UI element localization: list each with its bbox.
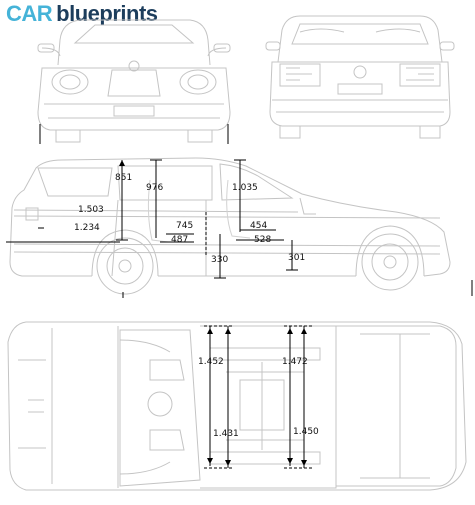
dim-seat-front-depth: 454 xyxy=(250,221,267,231)
dim-rear-seat-height: 301 xyxy=(288,253,305,263)
dim-rear-headroom-b: 1.035 xyxy=(232,183,258,193)
rear-view xyxy=(265,15,455,139)
dim-front-legroom: 745 xyxy=(176,221,193,231)
dim-front-hip: 1.431 xyxy=(213,429,239,439)
dim-front-shoulder: 1.452 xyxy=(198,357,224,367)
dim-body-height: 1.234 xyxy=(74,223,100,233)
brand-logo-car: CAR xyxy=(6,1,53,26)
dim-front-headroom: 851 xyxy=(115,173,132,183)
dim-rear-shoulder: 1.472 xyxy=(282,357,308,367)
dim-overall-height: 1.503 xyxy=(78,205,104,215)
dimension-labels: 1.503 1.234 851 976 1.035 745 487 454 52… xyxy=(74,173,319,439)
dim-rear-legroom: 487 xyxy=(171,235,188,245)
dimension-lines-side xyxy=(116,159,298,279)
dim-rear-headroom-a: 976 xyxy=(146,183,163,193)
dimension-lines-top xyxy=(204,325,312,469)
dim-rear-hip: 1.450 xyxy=(293,427,319,437)
dim-front-seat-height: 330 xyxy=(211,255,228,265)
top-view xyxy=(7,321,467,491)
front-view xyxy=(37,19,231,144)
side-view xyxy=(6,157,473,298)
dim-seat-rear-depth: 528 xyxy=(254,235,271,245)
